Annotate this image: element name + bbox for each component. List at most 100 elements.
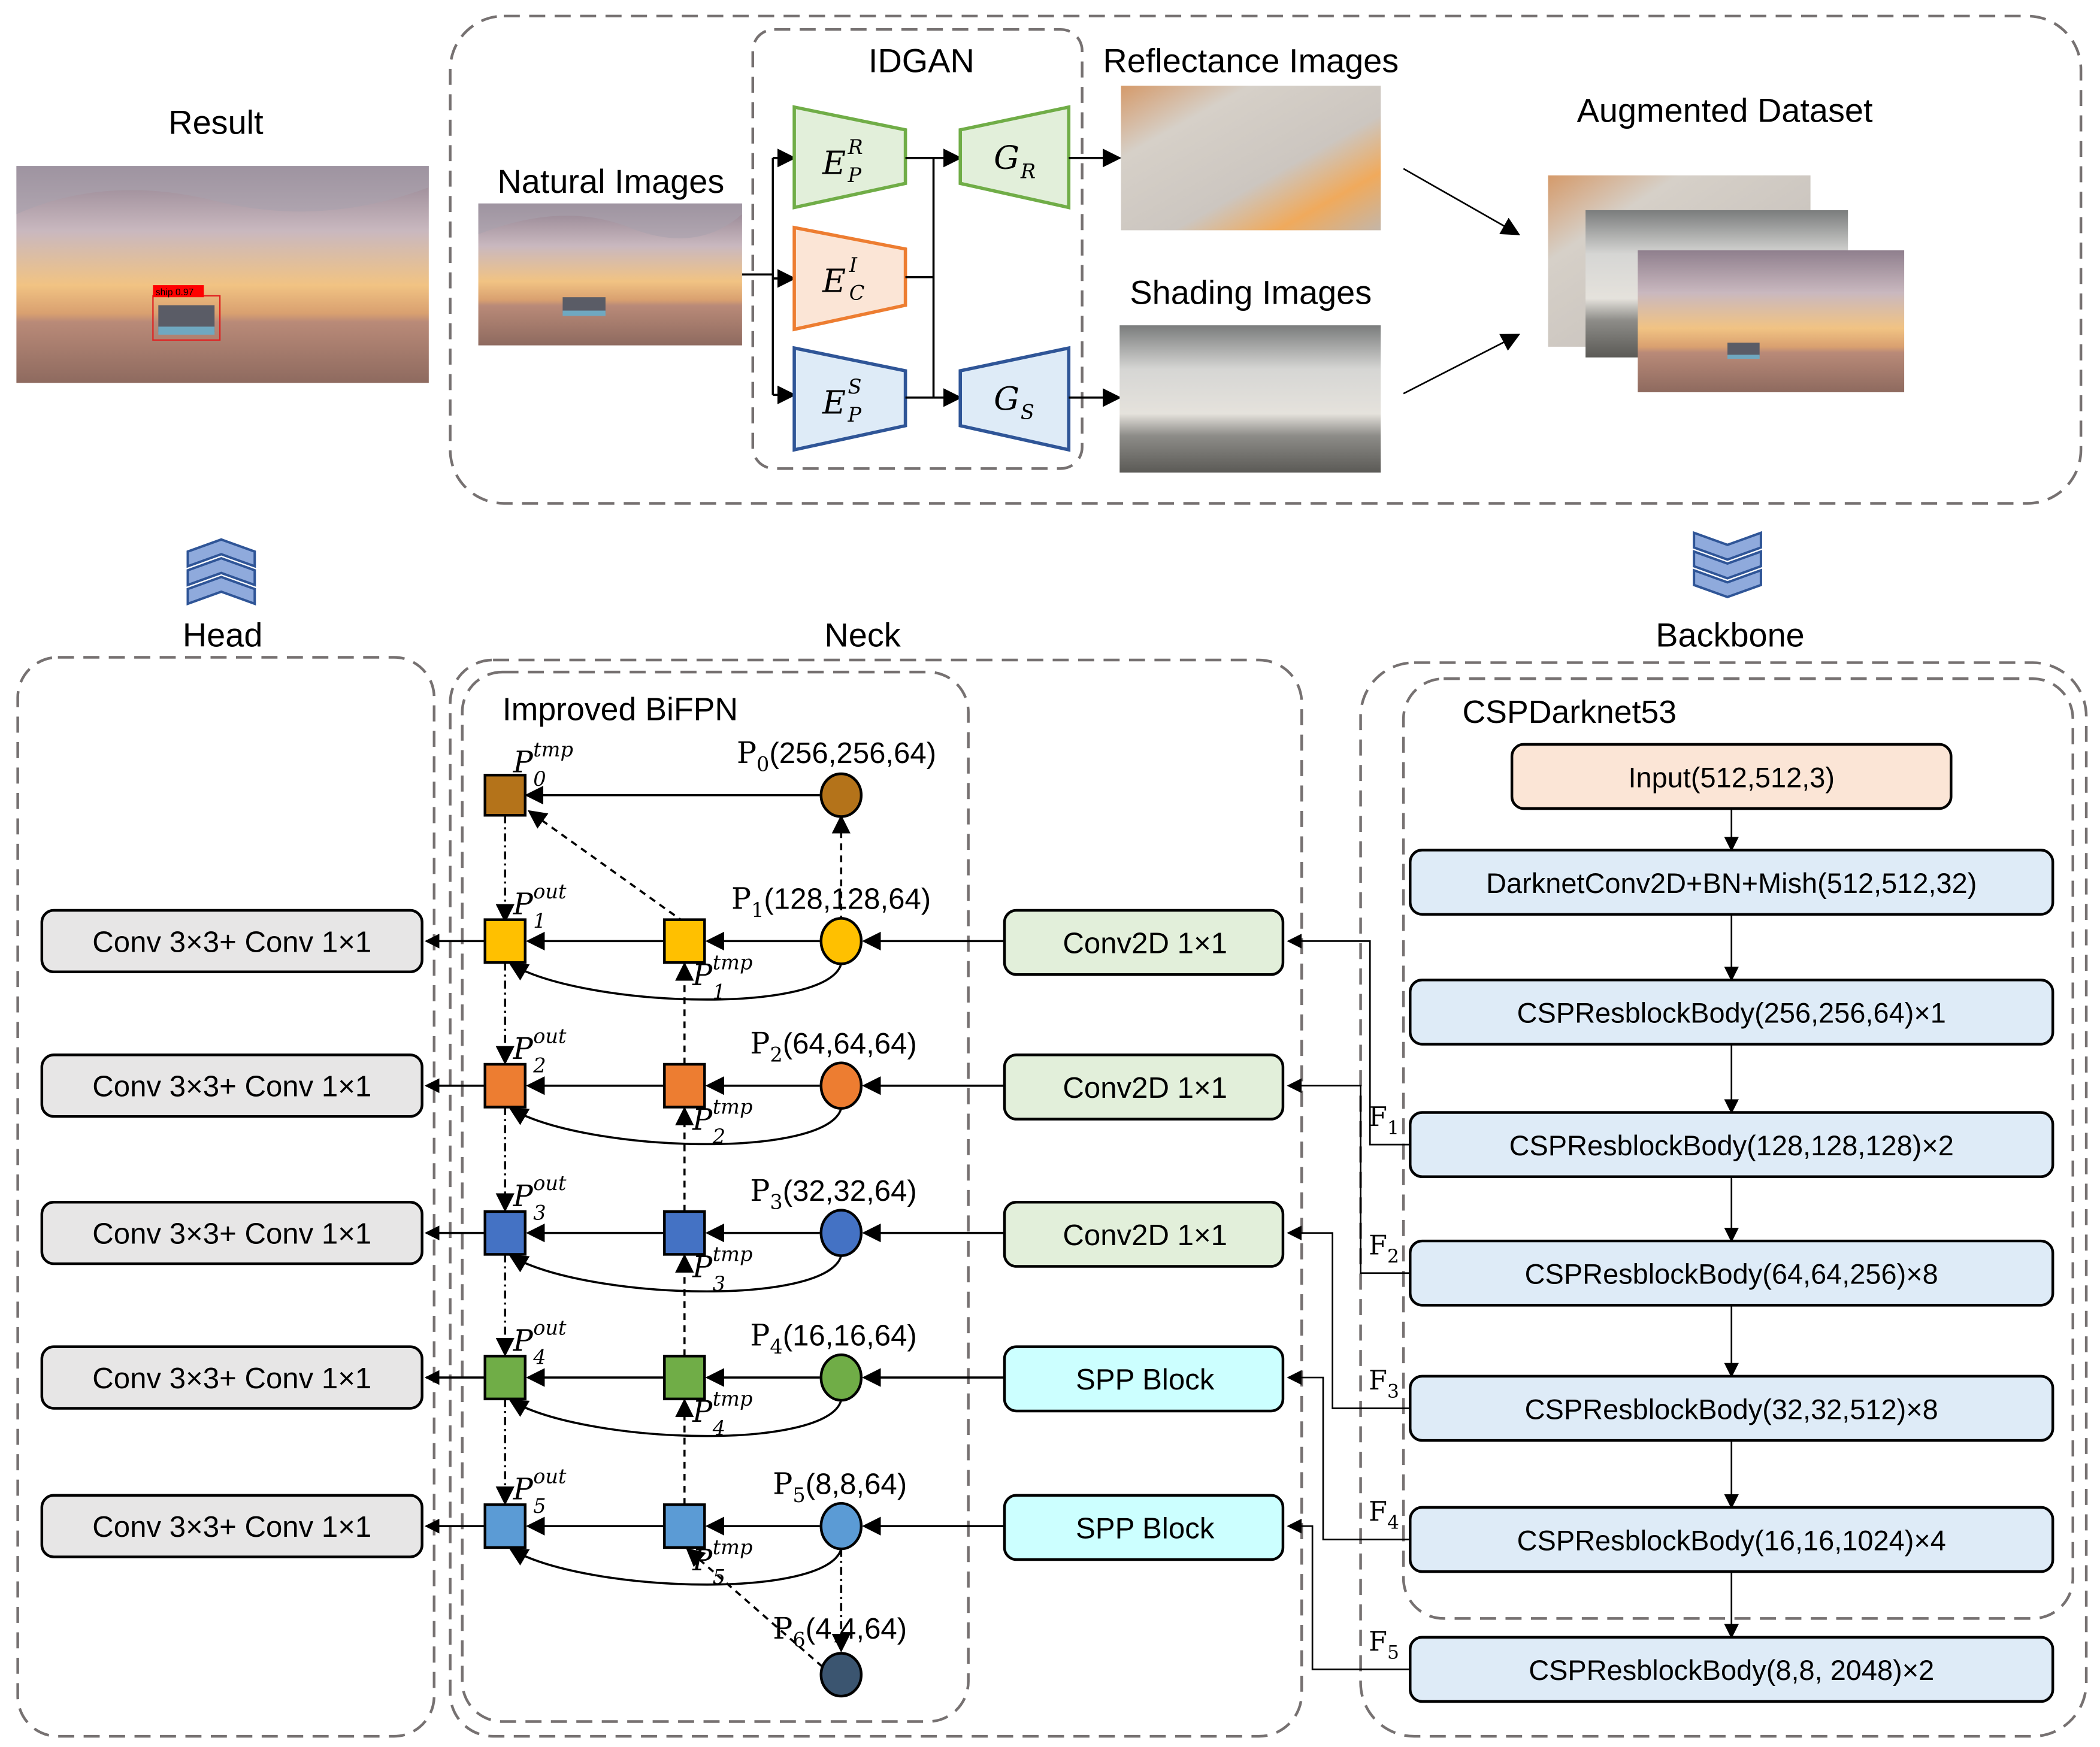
f5-label: F5 — [1369, 1626, 1399, 1663]
shading-images-title: Shading Images — [1130, 273, 1372, 311]
backbone-block-label: CSPResblockBody(16,16,1024)×4 — [1517, 1525, 1946, 1556]
p0-label: P0(256,256,64) — [737, 735, 936, 776]
head-block-label: Conv 3×3+ Conv 1×1 — [92, 1070, 371, 1103]
top-panel: Result ship 0.97 Natural Images IDGAN — [16, 14, 2083, 505]
p6-node — [819, 1652, 863, 1698]
f4-label: F4 — [1369, 1496, 1399, 1533]
head-block: Conv 3×3+ Conv 1×1 — [40, 1053, 423, 1118]
conv2d-block: Conv2D 1×1 — [1003, 1201, 1285, 1268]
backbone-panel-border — [1359, 661, 2088, 1738]
p3-node — [819, 1209, 863, 1257]
detection-label: ship 0.97 — [156, 287, 193, 298]
generator-shading: G S — [958, 346, 1071, 452]
spp-block: SPP Block — [1003, 1494, 1285, 1561]
svg-text:C: C — [849, 281, 865, 305]
p3-out-node — [483, 1210, 527, 1256]
head-block-label: Conv 3×3+ Conv 1×1 — [92, 1510, 371, 1543]
backbone-block-label: CSPResblockBody(32,32,512)×8 — [1525, 1394, 1938, 1425]
svg-text:I: I — [849, 253, 858, 277]
p4-node — [819, 1353, 863, 1402]
backbone-section-title: Backbone — [1656, 616, 1805, 654]
reflectance-image — [1121, 86, 1381, 231]
head-block-label: Conv 3×3+ Conv 1×1 — [92, 1218, 371, 1251]
f3-label: F3 — [1369, 1365, 1399, 1402]
detection-badge — [153, 285, 204, 298]
p5-label: P5(8,8,64) — [773, 1467, 907, 1507]
idgan-border — [751, 28, 1084, 470]
shading-image — [1119, 325, 1381, 473]
backbone-block-label: CSPResblockBody(128,128,128)×2 — [1509, 1130, 1954, 1161]
encoder-common: E I C — [792, 225, 907, 332]
backbone-block: CSPResblockBody(8,8, 2048)×2 — [1409, 1636, 2054, 1703]
backbone-block-label: CSPResblockBody(64,64,256)×8 — [1525, 1259, 1938, 1290]
natural-image — [478, 203, 742, 346]
f2-label: F2 — [1369, 1230, 1399, 1267]
augmented-dataset-title: Augmented Dataset — [1577, 91, 1873, 129]
head-panel-border — [16, 656, 436, 1738]
svg-text:S: S — [1021, 401, 1034, 424]
backbone-block-label: CSPResblockBody(8,8, 2048)×2 — [1529, 1655, 1934, 1686]
svg-text:G: G — [994, 139, 1019, 177]
backbone-block-label: CSPResblockBody(256,256,64)×1 — [1517, 998, 1946, 1029]
chevron-up-icon — [186, 538, 256, 605]
backbone-block: CSPResblockBody(256,256,64)×1 — [1409, 978, 2054, 1046]
lateral-block-label: Conv2D 1×1 — [1063, 1071, 1227, 1104]
chevron-down-icon — [1693, 531, 1762, 599]
cspdarknet-title: CSPDarknet53 — [1462, 694, 1677, 730]
natural-images-title: Natural Images — [497, 162, 724, 200]
head-block: Conv 3×3+ Conv 1×1 — [40, 1201, 423, 1265]
augmentation-panel-border — [449, 14, 2083, 505]
head-block: Conv 3×3+ Conv 1×1 — [40, 909, 423, 974]
head-block-label: Conv 3×3+ Conv 1×1 — [92, 1362, 371, 1395]
svg-text:E: E — [822, 144, 846, 182]
backbone-block: DarknetConv2D+BN+Mish(512,512,32) — [1409, 849, 2054, 916]
p1-node — [819, 917, 863, 965]
backbone-block: CSPResblockBody(16,16,1024)×4 — [1409, 1506, 2054, 1573]
svg-text:P: P — [847, 164, 862, 187]
bifpn-title: Improved BiFPN — [503, 692, 738, 728]
f1-label: F1 — [1369, 1101, 1399, 1139]
p2-label: P2(64,64,64) — [750, 1026, 917, 1066]
p1-label: P1(128,128,64) — [731, 882, 931, 922]
backbone-block: CSPResblockBody(128,128,128)×2 — [1409, 1111, 2054, 1179]
lateral-block-label: Conv2D 1×1 — [1063, 1219, 1227, 1252]
svg-text:R: R — [847, 135, 863, 159]
svg-text:G: G — [994, 380, 1019, 417]
p3-tmp-node — [663, 1210, 706, 1256]
p4-tmp-node — [663, 1355, 706, 1401]
svg-text:E: E — [822, 384, 846, 422]
lateral-block-label: SPP Block — [1076, 1512, 1215, 1545]
conv2d-block: Conv2D 1×1 — [1003, 909, 1285, 976]
p0-tmp-node — [483, 773, 527, 817]
backbone-block-label: Input(512,512,3) — [1629, 762, 1835, 793]
svg-text:S: S — [848, 375, 861, 398]
p0-node — [819, 772, 863, 818]
conv2d-block: Conv2D 1×1 — [1003, 1053, 1285, 1121]
backbone-block-label: DarknetConv2D+BN+Mish(512,512,32) — [1486, 868, 1977, 899]
p1-tmp-node — [663, 918, 706, 964]
augmented-image-stack — [1548, 175, 1905, 392]
cspdarknet-panel-border — [1402, 677, 2074, 1620]
result-title: Result — [168, 104, 264, 141]
result-image: ship 0.97 — [16, 166, 429, 383]
p2-out-node — [483, 1062, 527, 1109]
p4-label: P4(16,16,64) — [750, 1318, 917, 1358]
